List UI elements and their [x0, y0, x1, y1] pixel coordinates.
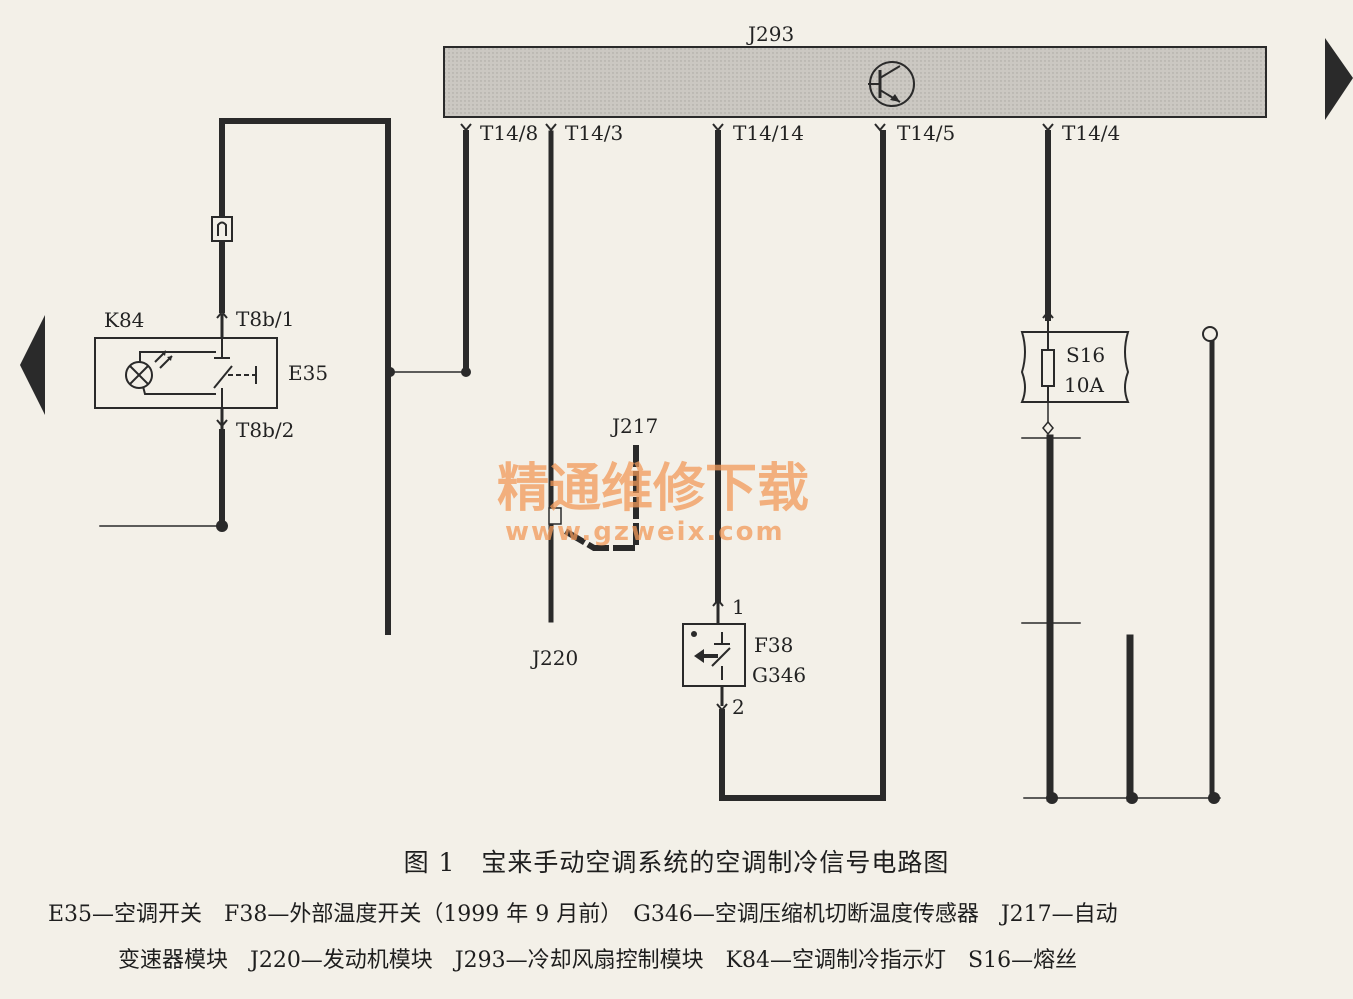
watermark-title: 精通维修下载 [497, 459, 809, 519]
legend-line-2: 变速器模块 J220—发动机模块 J293—冷却风扇控制模块 K84—空调制冷指… [118, 948, 1078, 973]
wires [99, 118, 1221, 802]
circuit-diagram: J293 T14/8 T14/3 T14/14 T14/5 T14/4 [20, 22, 1353, 804]
legend-line-1: E35—空调开关 F38—外部温度开关（1999 年 9 月前） G346—空调… [48, 902, 1118, 927]
pin-label-t14-5: T14/5 [897, 121, 955, 145]
indicator-lamp-icon [125, 350, 173, 389]
junction-dots [216, 367, 1220, 804]
pin-label-t14-8: T14/8 [480, 121, 538, 145]
s16-label: S16 [1066, 343, 1105, 367]
open-terminal-icon [1202, 326, 1218, 342]
pin-label-t14-4: T14/4 [1062, 121, 1120, 145]
f38-pin2-label: 2 [732, 695, 745, 719]
t8b2-label: T8b/2 [236, 418, 294, 442]
k84-e35-switch-block [94, 310, 278, 432]
fuse-rating-label: 10A [1064, 373, 1104, 397]
g346-label: G346 [752, 663, 806, 687]
k84-label: K84 [104, 308, 144, 332]
s16-fuse [1020, 310, 1130, 436]
j293-label: J293 [746, 22, 794, 46]
next-page-arrow-icon[interactable] [1325, 38, 1353, 120]
f38-label: F38 [754, 633, 793, 657]
pin-label-t14-3: T14/3 [565, 121, 623, 145]
transistor-icon [868, 61, 915, 107]
f38-g346-switch [682, 598, 746, 712]
j293-module: J293 [443, 22, 1267, 118]
watermark-url: www.gzweix.com [505, 517, 785, 547]
prev-page-arrow-icon[interactable] [20, 315, 45, 415]
figure-caption: 图 1 宝来手动空调系统的空调制冷信号电路图 [403, 848, 950, 877]
t8b1-label: T8b/1 [236, 307, 294, 331]
e35-label: E35 [288, 361, 328, 385]
small-connector-icon [548, 507, 562, 525]
f38-pin1-label: 1 [732, 595, 745, 619]
j217-label: J217 [610, 414, 658, 438]
pin-label-t14-14: T14/14 [733, 121, 804, 145]
connector-icon [211, 216, 233, 242]
j220-label: J220 [530, 646, 578, 670]
